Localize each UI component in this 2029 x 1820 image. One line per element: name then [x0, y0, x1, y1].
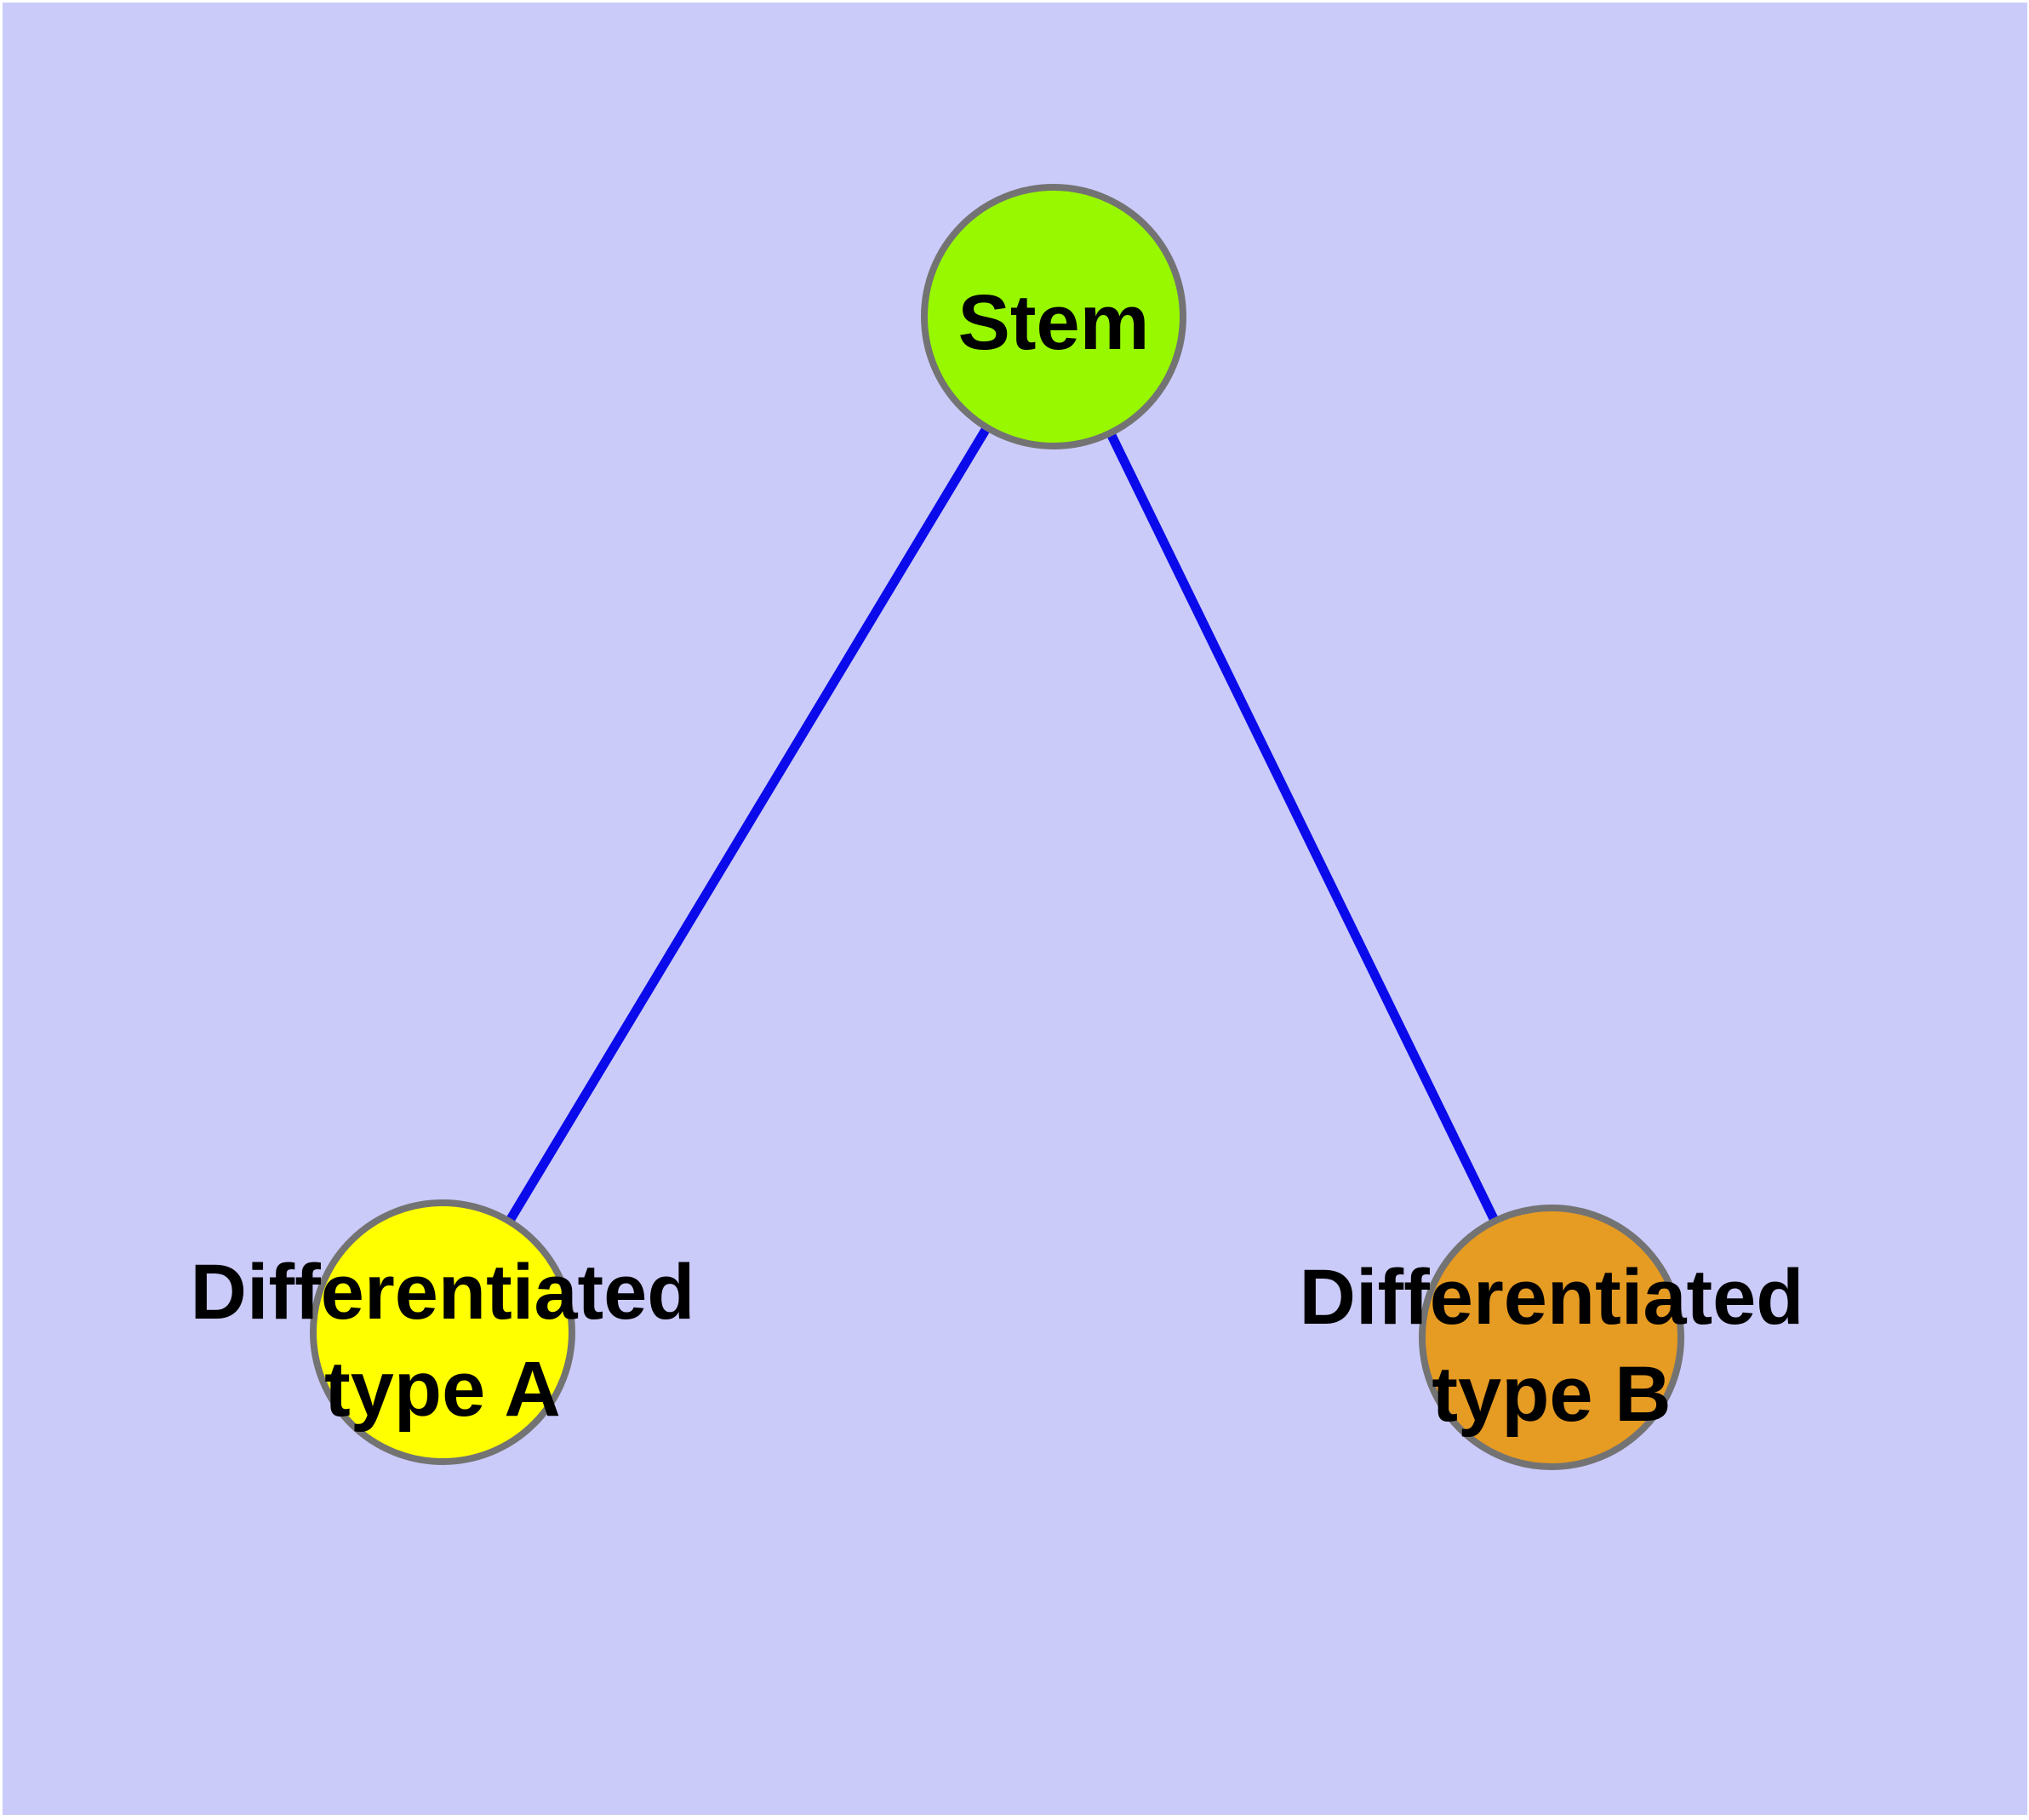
node-type-b-label-line-1: Differentiated	[1300, 1254, 1804, 1341]
node-type-a-circle	[310, 1199, 575, 1465]
node-type-a-label: Differentiated type A	[191, 1249, 695, 1433]
edge-stem-to-type-b	[1049, 312, 1557, 1342]
node-stem-label: Stem	[958, 279, 1150, 366]
edge-stem-to-type-a	[437, 312, 1059, 1337]
node-type-b-label: Differentiated type B	[1300, 1254, 1804, 1438]
node-stem-label-line-1: Stem	[958, 279, 1150, 366]
node-type-a-label-line-2: type A	[324, 1346, 561, 1433]
node-type-b-circle	[1419, 1205, 1684, 1470]
node-type-a-label-line-1: Differentiated	[191, 1249, 695, 1336]
node-stem-circle	[921, 184, 1186, 449]
node-type-b-label-line-2: type B	[1432, 1351, 1671, 1438]
